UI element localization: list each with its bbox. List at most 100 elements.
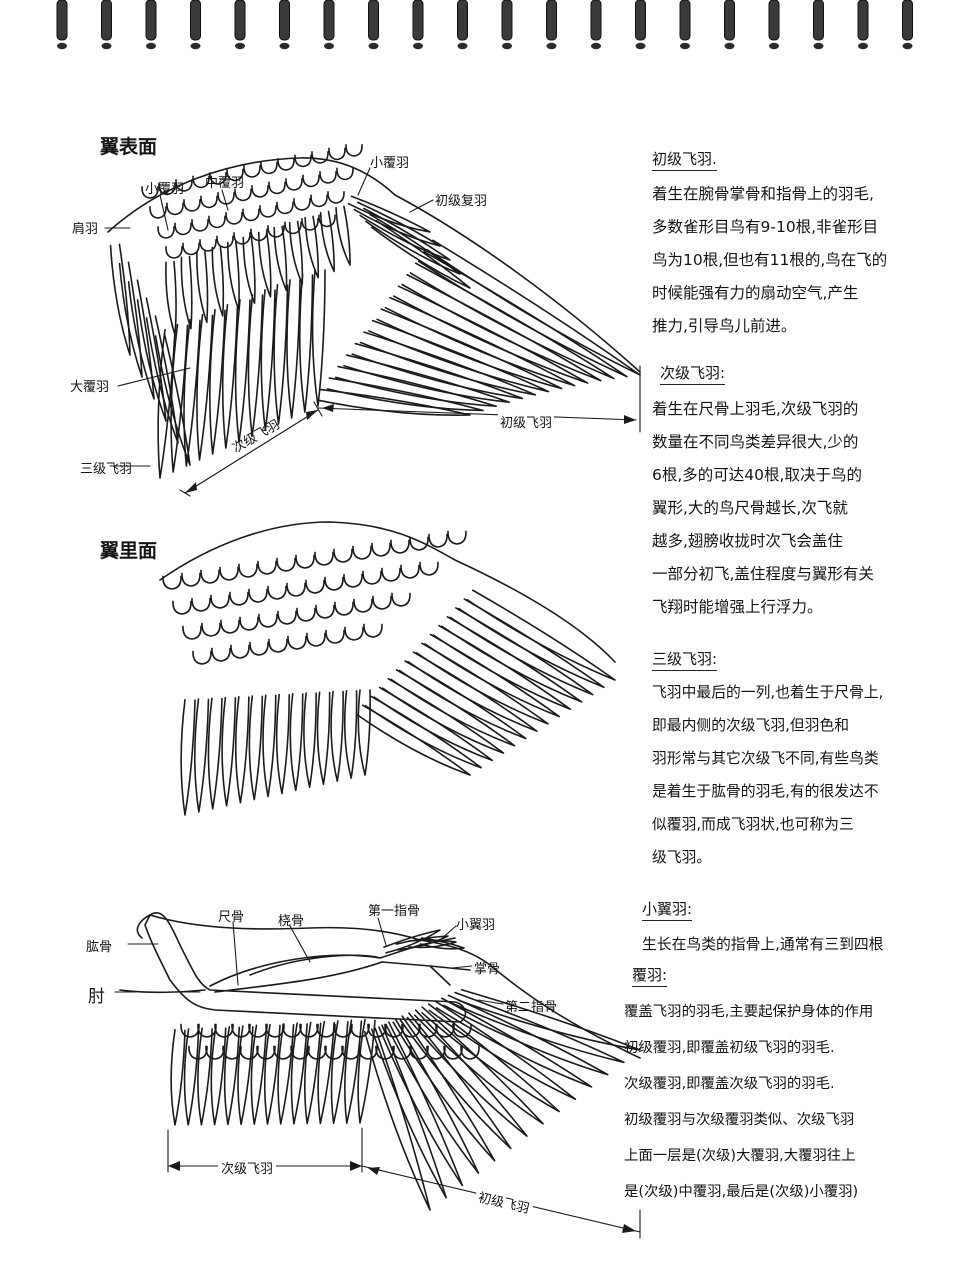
secondary-feather bbox=[170, 1028, 186, 1126]
greater-covert bbox=[335, 205, 351, 266]
label-ulna: 尺骨 bbox=[218, 910, 245, 925]
covert-feather bbox=[211, 647, 231, 662]
covert-feather bbox=[277, 158, 295, 171]
binding-ring bbox=[857, 0, 869, 41]
secondary-feather bbox=[194, 698, 210, 813]
binding-hole bbox=[57, 42, 67, 50]
binding-hole bbox=[680, 42, 690, 50]
wing-leading-edge bbox=[107, 157, 641, 373]
covert-feather bbox=[158, 182, 176, 196]
covert-feather bbox=[257, 560, 277, 575]
label-humerus: 肱骨 bbox=[86, 940, 113, 955]
covert-feather bbox=[287, 635, 307, 650]
covert-feather bbox=[238, 563, 258, 578]
covert-feather bbox=[390, 539, 410, 554]
binding-hole bbox=[813, 42, 824, 50]
covert-feather bbox=[210, 594, 230, 609]
covert-feather bbox=[191, 597, 211, 612]
covert-feather bbox=[284, 221, 302, 235]
covert-feather bbox=[447, 530, 467, 545]
primary-feather bbox=[326, 377, 484, 412]
covert-feather bbox=[216, 235, 234, 249]
covert-feather bbox=[363, 623, 383, 638]
primary-feather bbox=[343, 354, 511, 404]
covert-feather bbox=[225, 212, 243, 225]
primary-covert bbox=[347, 195, 431, 233]
covert-feather bbox=[306, 632, 326, 647]
note-line: 是(次级)中覆羽,最后是(次级)小覆羽) bbox=[624, 1184, 859, 1200]
note-alula-text: 生长在鸟类的指骨上,通常有三到四根 bbox=[642, 928, 883, 961]
note-line: 时候能强有力的扇动空气,产生 bbox=[652, 284, 859, 302]
covert-feather bbox=[460, 1045, 480, 1060]
covert-feather bbox=[277, 610, 297, 625]
binding-hole bbox=[635, 42, 646, 50]
note-line: 推力,引导鸟儿前进。 bbox=[652, 317, 797, 335]
covert-feather bbox=[328, 147, 346, 161]
primary-covert bbox=[365, 213, 461, 275]
covert-feather bbox=[205, 1045, 225, 1060]
covert-feather bbox=[192, 175, 210, 189]
covert-feather bbox=[268, 638, 288, 653]
secondary-feather bbox=[207, 697, 223, 810]
note-tertials-text: 飞羽中最后的一列,也着生于尺骨上, 即最内侧的次级飞羽,但羽色和 羽形常与其它次… bbox=[652, 676, 883, 874]
primary-covert bbox=[359, 207, 451, 261]
label-alula: 小覆羽 bbox=[370, 156, 410, 171]
secondary-feather bbox=[250, 1024, 268, 1125]
under-wing-title: 翼里面 bbox=[100, 540, 158, 562]
binding-ring bbox=[679, 0, 691, 41]
primary-feather bbox=[424, 633, 561, 718]
greater-covert bbox=[288, 220, 304, 285]
primary-feather bbox=[378, 1021, 464, 1187]
primary-feather bbox=[450, 991, 625, 1064]
arrow-heads bbox=[168, 404, 636, 1233]
label-secondaries-skeleton: 次级飞羽 bbox=[218, 1158, 277, 1177]
secondary-feather bbox=[277, 1023, 295, 1125]
label-tertials: 三级飞羽 bbox=[80, 462, 133, 477]
covert-feather bbox=[200, 569, 220, 584]
secondary-feather bbox=[260, 289, 276, 431]
covert-feather bbox=[141, 186, 159, 199]
note-secondaries-heading: 次级飞羽: bbox=[660, 362, 726, 385]
binding-ring bbox=[279, 0, 290, 41]
tertial-feather bbox=[145, 315, 179, 444]
alula-feather bbox=[408, 939, 457, 949]
humerus-head bbox=[136, 914, 151, 939]
covert-feather bbox=[208, 215, 226, 229]
note-tertials-heading: 三级飞羽: bbox=[652, 648, 718, 671]
covert-feather bbox=[183, 199, 201, 212]
covert-feather bbox=[314, 551, 334, 566]
primary-feather bbox=[457, 988, 641, 1051]
covert-feather bbox=[353, 598, 373, 613]
binding-ring bbox=[368, 0, 379, 41]
tertial-feather bbox=[109, 243, 131, 356]
covert-feather bbox=[200, 195, 218, 209]
primary-feather bbox=[406, 1009, 528, 1137]
binding-ring bbox=[902, 0, 913, 41]
covert-feather bbox=[239, 1045, 259, 1060]
tertial-feather bbox=[118, 261, 143, 378]
covert-feather bbox=[371, 542, 391, 557]
note-line: 着生在腕骨掌骨和指骨上的羽毛, bbox=[652, 185, 874, 203]
skeleton-wing-drawing bbox=[119, 912, 641, 1211]
covert-feather bbox=[197, 1023, 217, 1038]
note-line: 一部分初飞,盖住程度与翼形有关 bbox=[652, 565, 874, 583]
binding-ring bbox=[412, 0, 424, 41]
covert-feather bbox=[315, 604, 335, 619]
covert-feather bbox=[336, 167, 354, 181]
covert-feather bbox=[305, 579, 325, 594]
primary-feather bbox=[398, 660, 527, 740]
covert-feather bbox=[276, 557, 296, 572]
covert-feather bbox=[166, 202, 184, 216]
secondary-feather bbox=[223, 1026, 241, 1126]
label-second-digit: 第二指骨 bbox=[505, 1000, 558, 1015]
primary-feather bbox=[368, 319, 550, 393]
binding-ring bbox=[813, 0, 824, 41]
secondary-feather bbox=[286, 279, 301, 419]
greater-covert bbox=[180, 255, 193, 330]
primary-feather bbox=[457, 598, 605, 689]
covert-feather bbox=[174, 222, 192, 236]
label-elbow: 肘 bbox=[88, 987, 105, 1007]
covert-feather bbox=[259, 205, 277, 218]
alula-feather bbox=[419, 937, 465, 950]
tertial-feather bbox=[154, 333, 191, 466]
